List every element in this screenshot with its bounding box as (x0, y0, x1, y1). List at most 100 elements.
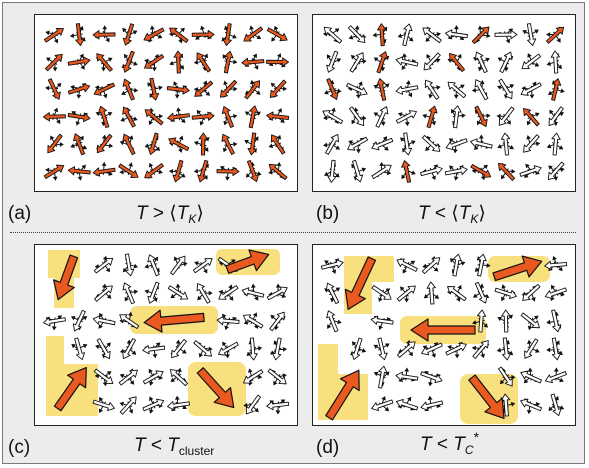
local-moment-arrow (421, 134, 441, 152)
lattice-site (520, 398, 543, 415)
lattice-site (397, 23, 414, 47)
local-moment-arrow (320, 259, 344, 270)
lattice-site (170, 338, 187, 359)
lattice-site (324, 78, 342, 100)
local-moment-arrow (402, 132, 413, 156)
panel-a-cond-var: T (136, 203, 148, 224)
lattice-site (44, 53, 63, 72)
cluster-moment-arrow (196, 367, 235, 409)
local-moment-arrow (395, 398, 419, 411)
lattice-site (92, 161, 116, 177)
lattice-site (444, 165, 468, 181)
lattice-site (93, 255, 114, 274)
lattice-site (373, 337, 390, 361)
cluster-moment-arrow (492, 255, 543, 282)
lattice-site (548, 106, 564, 127)
local-moment-arrow (67, 83, 91, 95)
lattice-site (395, 53, 419, 70)
arrow-grid (43, 253, 290, 415)
local-moment-arrow (191, 29, 215, 40)
cluster-moment-arrow (344, 256, 377, 310)
local-moment-arrow (349, 106, 365, 127)
local-moment-arrow (551, 309, 562, 333)
lattice-site (269, 337, 288, 361)
local-moment-arrow (67, 166, 91, 176)
cluster-moment-arrow (325, 369, 360, 421)
lattice-site (196, 283, 213, 304)
panel-d-cond-tail: * (473, 429, 480, 445)
panel-a-cond-close: ⟩ (196, 203, 204, 224)
lattice-site (521, 283, 541, 302)
local-moment-arrow (242, 314, 264, 329)
panel-d-arrow-field (312, 244, 576, 426)
lattice-site (122, 282, 139, 305)
lattice-site (268, 162, 288, 181)
local-moment-arrow (445, 138, 468, 151)
local-moment-arrow (395, 110, 417, 124)
lattice-site (243, 394, 262, 415)
lattice-site (420, 395, 444, 412)
lattice-site (401, 160, 416, 183)
panel-box (34, 14, 298, 192)
lattice-site (472, 309, 488, 333)
lattice-site (547, 161, 565, 181)
local-moment-arrow (378, 365, 388, 389)
local-moment-arrow (550, 50, 560, 74)
lattice-site (193, 52, 212, 73)
lattice-site (242, 312, 264, 329)
lattice-site (545, 26, 565, 44)
local-moment-arrow (122, 338, 137, 360)
panel-b-arrow-field (312, 14, 576, 192)
lattice-site (67, 164, 91, 181)
lattice-site (445, 341, 467, 359)
lattice-site (67, 53, 91, 70)
lattice-site (373, 51, 390, 74)
lattice-site (269, 311, 286, 332)
lattice-site (193, 340, 213, 358)
lattice-site (497, 132, 515, 156)
lattice-site (523, 134, 541, 153)
lattice-site (373, 78, 390, 101)
lattice-site (522, 23, 539, 46)
local-moment-arrow (401, 160, 412, 183)
lattice-site (421, 342, 443, 358)
local-moment-arrow (119, 396, 137, 415)
local-moment-arrow (144, 109, 164, 126)
local-moment-arrow (347, 25, 366, 43)
lattice-site (546, 50, 562, 74)
local-moment-arrow (325, 134, 339, 155)
cluster-moments (325, 255, 543, 421)
local-moment-arrow (551, 132, 561, 156)
lattice-site (546, 309, 562, 333)
lattice-site (496, 337, 514, 361)
local-moment-arrow (472, 340, 489, 359)
panel-a-cond-op: > (152, 203, 164, 224)
local-moment-arrow (172, 159, 184, 183)
local-moment-arrow (395, 56, 419, 67)
local-moment-arrow (551, 78, 562, 101)
lattice-site (43, 164, 65, 181)
lattice-site (421, 255, 441, 275)
lattice-site (221, 23, 237, 46)
lattice-site (193, 80, 214, 97)
local-moment-arrow (122, 78, 135, 101)
lattice-site (371, 161, 392, 180)
local-moment-arrow (422, 27, 442, 44)
local-moment-arrow (545, 26, 565, 44)
local-moment-arrow (445, 342, 467, 356)
lattice-site (193, 132, 210, 156)
local-moment-arrow (92, 399, 115, 411)
local-moment-arrow (149, 77, 160, 101)
lattice-site (450, 105, 466, 129)
panel-b-cond-var: T (418, 203, 430, 224)
local-moment-arrow (523, 107, 540, 127)
panel-a-arrow-field (34, 14, 298, 192)
lattice-site (92, 312, 116, 329)
local-moment-arrow (196, 283, 211, 304)
local-moment-arrow (119, 314, 140, 329)
local-moment-arrow (520, 398, 543, 412)
lattice-site (470, 134, 493, 151)
lattice-site (267, 368, 287, 386)
lattice-site (122, 23, 138, 46)
lattice-site (420, 164, 443, 181)
